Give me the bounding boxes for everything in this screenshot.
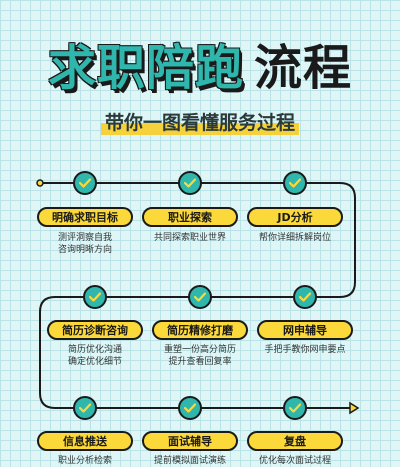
step-7-desc: 职业分析检索	[57, 456, 112, 466]
step-6-desc: 手把手教你网申要点	[264, 345, 346, 355]
step-2-desc: 共同探索职业世界	[153, 233, 226, 243]
step-3-label: JD分析	[247, 207, 343, 227]
step-5-check-icon	[188, 285, 212, 309]
step-9-label: 复盘	[247, 431, 343, 451]
step-3-check-icon	[283, 171, 307, 195]
step-1-check-icon	[73, 171, 97, 195]
subtitle: 带你一图看懂服务过程	[100, 108, 299, 135]
title-main: 求职陪跑	[47, 40, 244, 96]
title-suffix: 流程	[254, 40, 353, 96]
page-title: 求职陪跑流程	[0, 40, 400, 96]
step-6-check-icon	[293, 285, 317, 309]
step-1-label: 明确求职目标	[37, 207, 133, 227]
step-7-check-icon	[73, 396, 97, 420]
subtitle-wrap: 带你一图看懂服务过程	[0, 108, 400, 135]
step-5-desc: 重塑一份高分简历 提升查看回复率	[163, 345, 236, 367]
step-8-check-icon	[178, 396, 202, 420]
step-8-label: 面试辅导	[142, 431, 238, 451]
arrow-right-icon	[349, 401, 360, 415]
step-9-desc: 优化每次面试过程	[258, 456, 331, 466]
start-dot-icon	[36, 179, 44, 187]
step-3-desc: 帮你详细拆解岗位	[258, 233, 331, 243]
step-4-desc: 简历优化沟通 确定优化细节	[67, 345, 122, 367]
step-9-check-icon	[283, 396, 307, 420]
step-2-label: 职业探索	[142, 207, 238, 227]
step-7-label: 信息推送	[37, 431, 133, 451]
step-4-check-icon	[83, 285, 107, 309]
step-8-desc: 提前模拟面试演练	[153, 456, 226, 466]
step-5-label: 简历精修打磨	[152, 320, 248, 340]
step-6-label: 网申辅导	[257, 320, 353, 340]
step-4-label: 简历诊断咨询	[47, 320, 143, 340]
step-1-desc: 测评洞察自我 咨询明晰方向	[57, 233, 112, 255]
step-2-check-icon	[178, 171, 202, 195]
